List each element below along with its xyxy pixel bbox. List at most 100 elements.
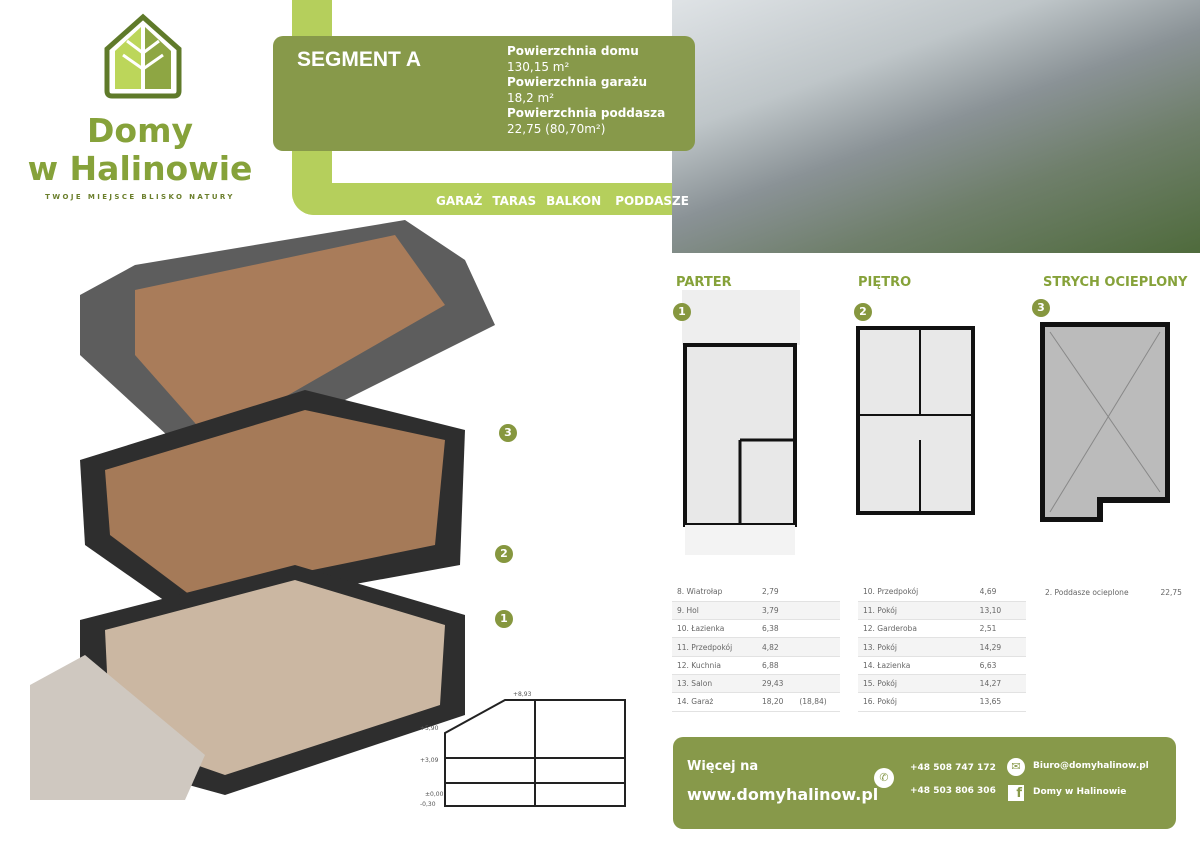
- room-area: 29,43: [756, 674, 795, 694]
- phone-1[interactable]: +48 508 747 172: [910, 763, 996, 773]
- room-area: [794, 674, 840, 694]
- level-badge-2: 2: [495, 545, 513, 563]
- room-area: 2,51: [974, 619, 1026, 639]
- room-name: 8. Wiatrołap: [672, 583, 757, 602]
- room-name: 16. Pokój: [858, 692, 975, 712]
- garage-area-label: Powierzchnia garażu: [507, 75, 648, 89]
- level-badge-1: 1: [495, 610, 513, 628]
- room-area: 2,79: [756, 583, 795, 602]
- room-name: 13. Pokój: [858, 637, 975, 657]
- logo-tagline: TWOJE MIEJSCE BLISKO NATURY: [45, 193, 235, 201]
- room-area: 18,20: [756, 692, 795, 712]
- room-area: 22,75: [1160, 587, 1182, 597]
- segment-info-box: SEGMENT A Powierzchnia domu 130,15 m² Po…: [273, 36, 695, 151]
- room-name: 11. Przedpokój: [672, 637, 757, 657]
- segment-title: SEGMENT A: [297, 48, 422, 71]
- room-area: 4,69: [974, 583, 1026, 602]
- section-level-base: -0,30: [420, 801, 436, 808]
- exploded-3d-render: [30, 220, 495, 800]
- room-area: 4,82: [756, 637, 795, 657]
- room-area: [794, 619, 840, 639]
- feature-attic: PODDASZE: [615, 194, 689, 208]
- room-area: 3,79: [756, 601, 795, 621]
- floor-plan-parter: [682, 290, 800, 555]
- attic-area-value: 22,75 (80,70m²): [507, 121, 606, 136]
- logo-name-line1: Domy: [87, 111, 193, 150]
- cross-section-drawing: +8,93 +5,90 +3,09 ±0,00 -0,30: [420, 691, 626, 808]
- contact-box: Więcej na www.domyhalinow.pl ✆ +48 508 7…: [673, 737, 1176, 829]
- room-area: 13,10: [974, 601, 1026, 621]
- room-name: 15. Pokój: [858, 674, 975, 694]
- plan-badge-3: 3: [1032, 299, 1050, 317]
- room-name: 13. Salon: [672, 674, 757, 694]
- plan-title-pietro: PIĘTRO: [858, 275, 912, 290]
- room-name: 9. Hol: [672, 601, 757, 621]
- garage-area-value: 18,2 m²: [507, 90, 555, 105]
- level-badge-3: 3: [499, 424, 517, 442]
- house-area-value: 130,15 m²: [507, 59, 570, 74]
- more-label: Więcej na: [687, 759, 759, 774]
- room-area: 14,29: [974, 637, 1026, 657]
- floor-plan-strych: [1040, 322, 1170, 522]
- plan-badge-2: 2: [854, 303, 872, 321]
- logo-name-line2: w Halinowie: [27, 149, 253, 188]
- room-name: 12. Garderoba: [858, 619, 975, 639]
- room-name: 10. Łazienka: [672, 619, 757, 639]
- attic-area-label: Powierzchnia poddasza: [507, 106, 666, 120]
- email-link[interactable]: Biuro@domyhalinow.pl: [1033, 761, 1149, 771]
- room-area: [794, 583, 840, 602]
- room-area: [794, 656, 840, 675]
- plan-title-parter: PARTER: [676, 275, 732, 290]
- feature-terrace: TARAS: [492, 194, 537, 208]
- plan-title-strych: STRYCH OCIEPLONY: [1043, 275, 1188, 290]
- room-area: [794, 637, 840, 657]
- room-area: 13,65: [974, 692, 1026, 712]
- room-area: 6,63: [974, 656, 1026, 675]
- plan-badge-1: 1: [673, 303, 691, 321]
- room-name: 14. Garaż: [672, 692, 757, 712]
- section-level-top: +8,93: [513, 691, 532, 698]
- room-table-strych: 2. Poddasze ocieplone 22,75: [1040, 583, 1190, 601]
- website-link[interactable]: www.domyhalinow.pl: [687, 785, 879, 804]
- room-area: 6,88: [756, 656, 795, 675]
- floor-plan-pietro: [856, 326, 975, 515]
- facebook-link[interactable]: Domy w Halinowie: [1033, 787, 1127, 797]
- features-list: GARAŻ TARAS BALKON PODDASZE: [436, 194, 699, 208]
- section-level-ground: ±0,00: [425, 791, 444, 798]
- room-area: 6,38: [756, 619, 795, 639]
- house-exterior-photo: [672, 0, 1200, 253]
- feature-balcony: BALKON: [546, 194, 602, 208]
- phone-2[interactable]: +48 503 806 306: [910, 786, 996, 796]
- table-row: 2. Poddasze ocieplone 22,75: [1040, 583, 1190, 601]
- room-area: 14,27: [974, 674, 1026, 694]
- green-frame-bar: [292, 183, 692, 215]
- section-level-floor: +3,09: [420, 757, 439, 764]
- phone-icon: ✆: [874, 768, 894, 788]
- room-name: 2. Poddasze ocieplone: [1045, 587, 1129, 597]
- room-name: 14. Łazienka: [858, 656, 975, 675]
- facebook-icon: f: [1008, 785, 1024, 801]
- room-name: 11. Pokój: [858, 601, 975, 621]
- logo-house-icon: [104, 13, 182, 99]
- room-area: (18,84): [794, 692, 840, 712]
- room-area: [794, 601, 840, 621]
- feature-garage: GARAŻ: [436, 194, 483, 208]
- room-name: 10. Przedpokój: [858, 583, 975, 602]
- section-level-roof: +5,90: [420, 725, 439, 732]
- room-name: 12. Kuchnia: [672, 656, 757, 675]
